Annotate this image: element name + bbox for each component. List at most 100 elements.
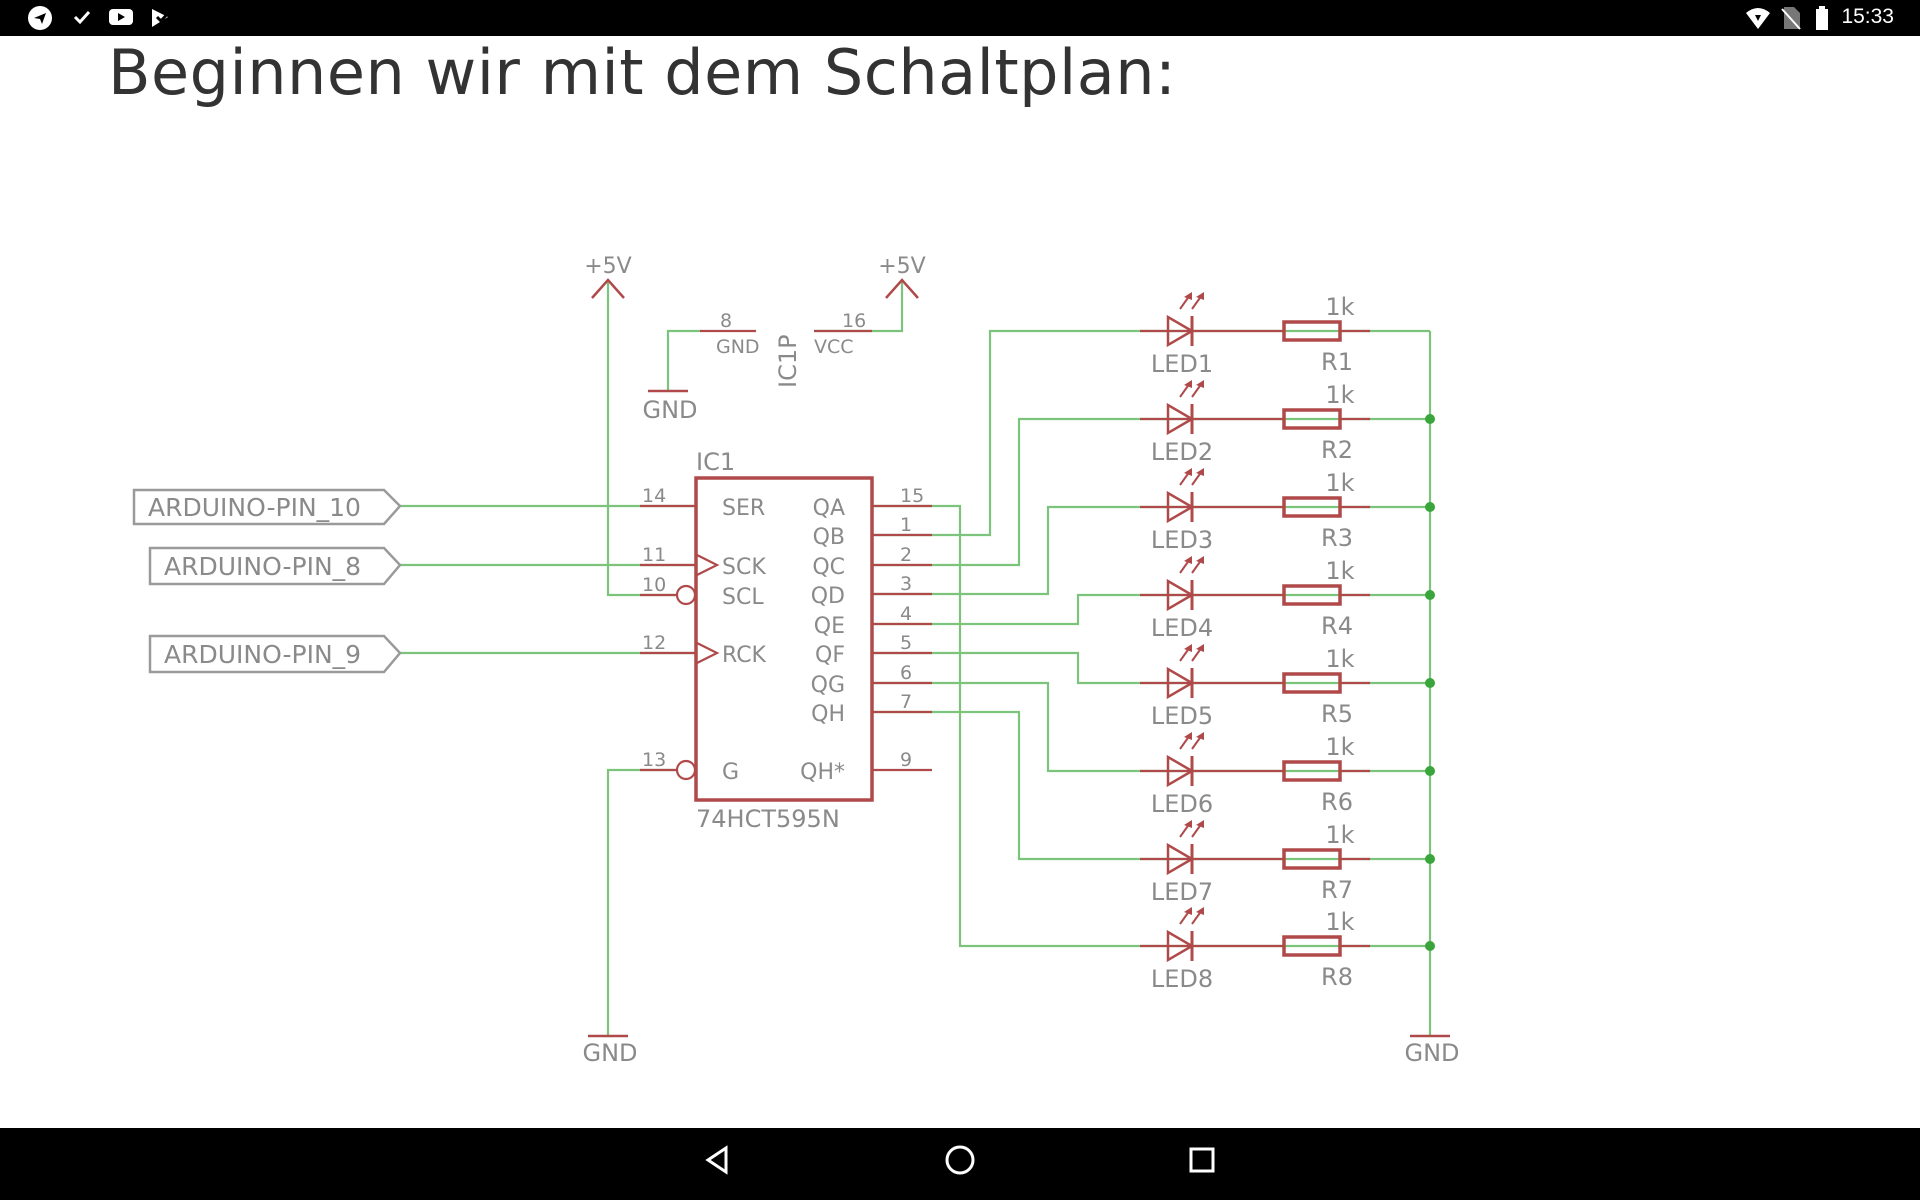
led-label: LED5 <box>1151 702 1213 730</box>
check-icon <box>73 10 91 25</box>
ic1-pin-number: 5 <box>900 632 912 654</box>
diode-symbol <box>1166 754 1195 788</box>
resistor-label: R2 <box>1321 436 1353 464</box>
junction-dot <box>1425 678 1435 688</box>
navigation-bar <box>0 1128 1920 1200</box>
junction-dot <box>1425 414 1435 424</box>
resistor-label: R3 <box>1321 524 1353 552</box>
tasks-icon <box>152 9 172 27</box>
connector-arduino-pin-8 <box>148 546 402 586</box>
resistor-value: 1k <box>1325 469 1354 497</box>
recents-button[interactable] <box>1184 1142 1220 1178</box>
connector-arduino-pin-10 <box>132 488 402 526</box>
resistor-value: 1k <box>1325 557 1354 585</box>
ic1-pin-name: RCK <box>722 643 767 668</box>
ic1-pin-name: QD <box>811 584 845 609</box>
led-5: LED5 <box>1140 644 1260 730</box>
resistor-value: 1k <box>1325 381 1354 409</box>
back-button[interactable] <box>700 1142 736 1178</box>
status-bar: 15:33 <box>0 0 1920 36</box>
led-8: LED8 <box>1140 907 1260 993</box>
ic1-pin-name: QF <box>815 643 845 668</box>
gnd-label: GND <box>1404 1039 1459 1067</box>
ic1-pin-name: QC <box>812 555 845 580</box>
connector-label: ARDUINO-PIN_9 <box>164 640 361 669</box>
ic1-pin-name: SER <box>722 496 765 521</box>
led-label: LED8 <box>1151 965 1213 993</box>
home-button[interactable] <box>942 1142 978 1178</box>
gnd-label: GND <box>582 1039 637 1067</box>
led-2: LED2 <box>1140 380 1260 466</box>
resistor-value: 1k <box>1325 293 1354 321</box>
ic1-pin-name: QH* <box>800 760 845 785</box>
ic1-pin-number: 14 <box>642 485 666 507</box>
led-1: LED1 <box>1140 292 1260 378</box>
led-label: LED6 <box>1151 790 1213 818</box>
junction-dot <box>1425 590 1435 600</box>
ic1-pin-number: 3 <box>900 573 912 595</box>
ic1-pin-number: 2 <box>900 544 912 566</box>
diode-symbol <box>1166 666 1195 700</box>
diode-symbol <box>1166 929 1195 963</box>
ic1-pin-name: QH <box>811 702 845 727</box>
ic1p-name: IC1P <box>774 334 802 388</box>
youtube-icon <box>109 9 133 25</box>
ic1-pin-name: G <box>722 760 739 785</box>
led-7: LED7 <box>1140 820 1260 906</box>
junction-dot <box>1425 854 1435 864</box>
ic1-pin-number: 13 <box>642 749 666 771</box>
led-label: LED2 <box>1151 438 1213 466</box>
ic1-pin-number: 10 <box>642 574 666 596</box>
ic1p-gnd-pin-name: GND <box>716 336 760 358</box>
ic1p-gnd-pin-number: 8 <box>720 310 732 332</box>
ic1p-vcc-pin-name: VCC <box>814 336 854 358</box>
home-icon <box>945 1145 975 1175</box>
junction-dot <box>1425 766 1435 776</box>
ic1-pin-number: 15 <box>900 485 924 507</box>
telegram-icon <box>28 6 52 30</box>
led-6: LED6 <box>1140 732 1260 818</box>
led-label: LED7 <box>1151 878 1213 906</box>
resistor-label: R7 <box>1321 876 1353 904</box>
diode-symbol <box>1166 402 1195 436</box>
junction-dot <box>1425 502 1435 512</box>
diode-symbol <box>1166 842 1195 876</box>
ic1-pin-number: 9 <box>900 749 912 771</box>
ic1-pin-name: SCL <box>722 585 764 610</box>
resistor-label: R1 <box>1321 348 1353 376</box>
led-label: LED4 <box>1151 614 1213 642</box>
diode-symbol <box>1166 578 1195 612</box>
ic1-pin-number: 7 <box>900 691 912 713</box>
no-sim-icon <box>1781 7 1801 30</box>
resistor-label: R5 <box>1321 700 1353 728</box>
ic1-pin-number: 1 <box>900 514 912 536</box>
vcc-symbol <box>591 278 625 299</box>
junction-dot <box>1425 941 1435 951</box>
resistor-value: 1k <box>1325 645 1354 673</box>
diode-symbol <box>1166 490 1195 524</box>
ic1-name: IC1 <box>696 448 735 476</box>
page-title: Beginnen wir mit dem Schaltplan: <box>108 36 1177 109</box>
ic1-pin-name: QB <box>813 525 845 550</box>
ic1-part: 74HCT595N <box>696 805 840 833</box>
back-icon <box>705 1145 728 1175</box>
led-4: LED4 <box>1140 556 1260 642</box>
resistor-value: 1k <box>1325 821 1354 849</box>
ic1-pin-number: 6 <box>900 662 912 684</box>
connector-label: ARDUINO-PIN_8 <box>164 552 361 581</box>
vcc-label: +5V <box>878 254 925 279</box>
ic1-pin-number: 11 <box>642 544 666 566</box>
wifi-icon <box>1746 8 1770 29</box>
resistor-label: R8 <box>1321 963 1353 991</box>
connector-label: ARDUINO-PIN_10 <box>148 493 361 522</box>
ic1-pin-number: 4 <box>900 603 912 625</box>
led-label: LED3 <box>1151 526 1213 554</box>
